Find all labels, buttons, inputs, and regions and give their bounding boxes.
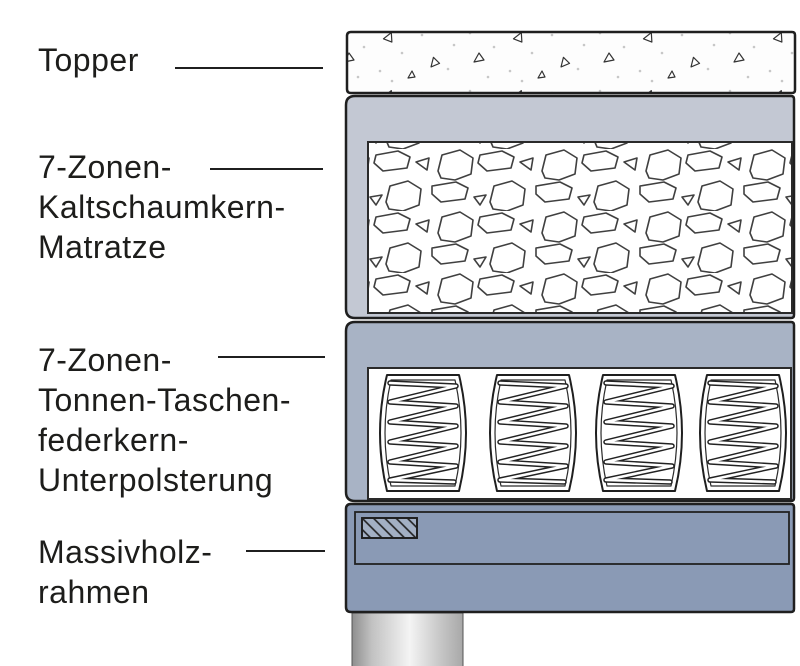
layer-pocket-spring-base xyxy=(344,320,796,503)
frame-body xyxy=(344,502,796,614)
label-coldfoam-mattress: 7-Zonen- Kaltschaumkern- Matratze xyxy=(38,147,286,267)
label-solid-wood-frame: Massivholz- rahmen xyxy=(38,532,212,612)
label-pocket-spring-base: 7-Zonen- Tonnen-Taschen- federkern- Unte… xyxy=(38,340,291,500)
topper-body xyxy=(345,30,797,95)
pocket-spring xyxy=(699,374,787,492)
pocket-spring xyxy=(595,374,683,492)
foam-core-panel xyxy=(367,141,793,314)
leader-line-mattress xyxy=(210,168,323,170)
label-springs-line: 7-Zonen- xyxy=(38,342,172,378)
pocket-spring xyxy=(379,374,467,492)
layer-topper xyxy=(345,30,797,95)
layer-solid-wood-frame xyxy=(344,502,796,666)
pocket-spring xyxy=(489,374,577,492)
label-springs-line: federkern- xyxy=(38,422,189,458)
label-mattress-line: 7-Zonen- xyxy=(38,149,172,185)
label-frame-line: rahmen xyxy=(38,574,150,610)
leader-line-topper xyxy=(175,67,323,69)
label-mattress-line: Kaltschaumkern- xyxy=(38,189,286,225)
label-springs-line: Unterpolsterung xyxy=(38,462,274,498)
label-mattress-line: Matratze xyxy=(38,229,167,265)
label-topper: Topper xyxy=(38,40,139,80)
bed-leg xyxy=(351,612,464,666)
label-springs-line: Tonnen-Taschen- xyxy=(38,382,291,418)
pocket-springs xyxy=(379,374,787,492)
label-topper-line: Topper xyxy=(38,42,139,78)
cross-section-illustration xyxy=(344,30,797,666)
wood-cross-section-hatch-lines xyxy=(361,517,418,539)
label-frame-line: Massivholz- xyxy=(38,534,213,570)
leader-line-springs xyxy=(218,356,325,358)
frame-inner-outline xyxy=(354,511,790,565)
leader-line-frame xyxy=(246,550,325,552)
layer-coldfoam-mattress xyxy=(344,94,796,320)
